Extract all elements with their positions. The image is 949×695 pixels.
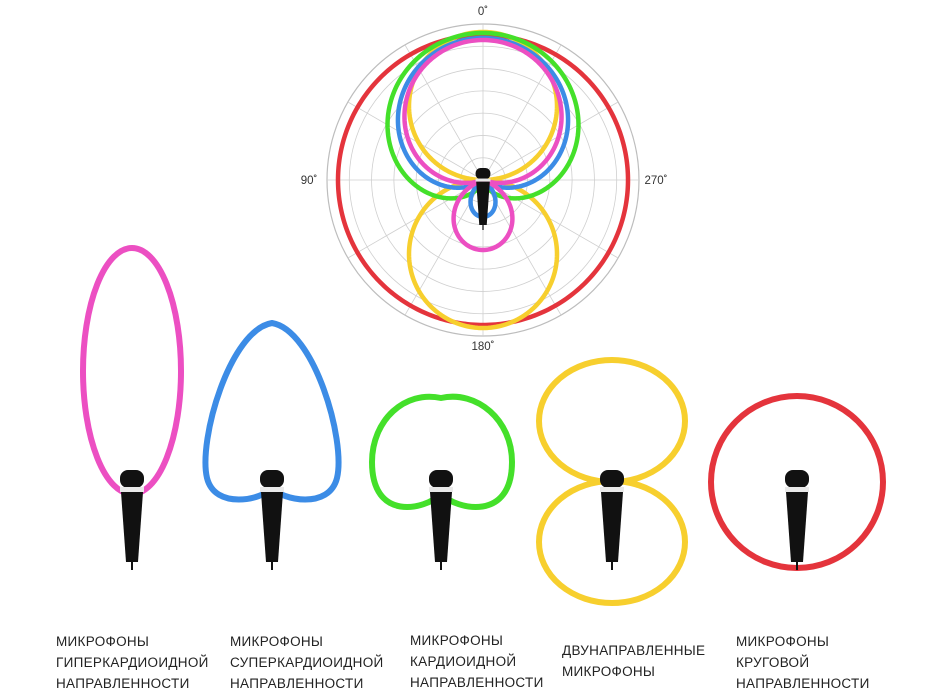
- caption-supercardioid: МИКРОФОНЫ СУПЕРКАРДИОИДНОЙ НАПРАВЛЕННОСТ…: [230, 631, 384, 694]
- caption-line: МИКРОФОНЫ: [736, 634, 830, 649]
- mic-ring: [429, 487, 453, 492]
- mic-head: [429, 470, 453, 488]
- polar-chart: 0˚ 90˚ 270˚ 180˚: [301, 6, 668, 353]
- hypercardioid-pattern-icon: [80, 245, 184, 497]
- caption-line: ДВУНАПРАВЛЕННЫЕ: [562, 643, 706, 658]
- mic-handle: [601, 492, 623, 562]
- caption-line: НАПРАВЛЕННОСТИ: [410, 675, 544, 690]
- caption-line: НАПРАВЛЕННОСТИ: [736, 676, 870, 691]
- mic-cable: [440, 562, 442, 570]
- caption-line: НАПРАВЛЕННОСТИ: [230, 676, 364, 691]
- omni-curve: [335, 32, 631, 328]
- microphone-icon: [260, 470, 284, 570]
- mic-handle: [121, 492, 143, 562]
- caption-hypercardioid: МИКРОФОНЫ ГИПЕРКАРДИОИДНОЙ НАПРАВЛЕННОСТ…: [56, 631, 209, 694]
- supercardioid-shape: [202, 320, 342, 503]
- caption-bidirectional: ДВУНАПРАВЛЕННЫЕ МИКРОФОНЫ: [562, 640, 705, 682]
- caption-line: МИКРОФОНЫ: [230, 634, 324, 649]
- supercardioid-pattern-icon: [202, 320, 342, 503]
- mic-handle: [261, 492, 283, 562]
- microphone-icon: [429, 470, 453, 570]
- omnidirectional-microphone: [708, 393, 886, 571]
- supercardioid-microphone: [202, 320, 342, 570]
- angle-label-270: 270˚: [644, 175, 667, 187]
- microphone-icon: [120, 470, 144, 570]
- caption-omnidirectional: МИКРОФОНЫ КРУГОВОЙ НАПРАВЛЕННОСТИ: [736, 631, 870, 694]
- angle-label-0: 0˚: [478, 6, 488, 18]
- mic-cable: [271, 562, 273, 570]
- cardioid-shape: [369, 393, 515, 510]
- mic-handle: [786, 492, 808, 562]
- hypercardioid-curve: [402, 37, 564, 253]
- caption-line: МИКРОФОНЫ: [56, 634, 150, 649]
- mic-head: [120, 470, 144, 488]
- mic-head: [260, 470, 284, 488]
- cardioid-pattern-icon: [369, 393, 515, 510]
- caption-line: МИКРОФОНЫ: [562, 664, 656, 679]
- figure-eight-upper-lobe: [536, 357, 688, 485]
- mic-cable: [131, 562, 133, 570]
- hypercardioid-microphone: [80, 245, 184, 570]
- mic-head: [600, 470, 624, 488]
- mic-ring: [785, 487, 809, 492]
- bidirectional-microphone: [536, 357, 688, 606]
- mic-ring: [475, 178, 491, 182]
- figure-eight-curve: [406, 29, 560, 331]
- caption-line: ГИПЕРКАРДИОИДНОЙ: [56, 655, 209, 670]
- caption-line: СУПЕРКАРДИОИДНОЙ: [230, 655, 384, 670]
- caption-cardioid: МИКРОФОНЫ КАРДИОИДНОЙ НАПРАВЛЕННОСТИ: [410, 630, 544, 693]
- angle-label-90: 90˚: [301, 175, 318, 187]
- caption-line: НАПРАВЛЕННОСТИ: [56, 676, 190, 691]
- mic-cable: [482, 225, 484, 230]
- microphone-icon: [785, 470, 809, 570]
- mic-ring: [120, 487, 144, 492]
- mic-ring: [600, 487, 624, 492]
- mic-cable: [611, 562, 613, 570]
- hypercardioid-shape: [80, 245, 184, 497]
- caption-line: КАРДИОИДНОЙ: [410, 654, 517, 669]
- polar-center-microphone-icon: [475, 168, 491, 230]
- mic-handle: [476, 181, 490, 226]
- mic-cable: [796, 562, 798, 570]
- caption-line: КРУГОВОЙ: [736, 655, 810, 670]
- mic-head: [785, 470, 809, 488]
- microphone-row: [80, 245, 886, 606]
- mic-handle: [430, 492, 452, 562]
- cardioid-microphone: [369, 393, 515, 570]
- angle-label-180: 180˚: [471, 341, 494, 353]
- mic-head: [475, 168, 491, 180]
- caption-line: МИКРОФОНЫ: [410, 633, 504, 648]
- microphone-icon: [600, 470, 624, 570]
- mic-ring: [260, 487, 284, 492]
